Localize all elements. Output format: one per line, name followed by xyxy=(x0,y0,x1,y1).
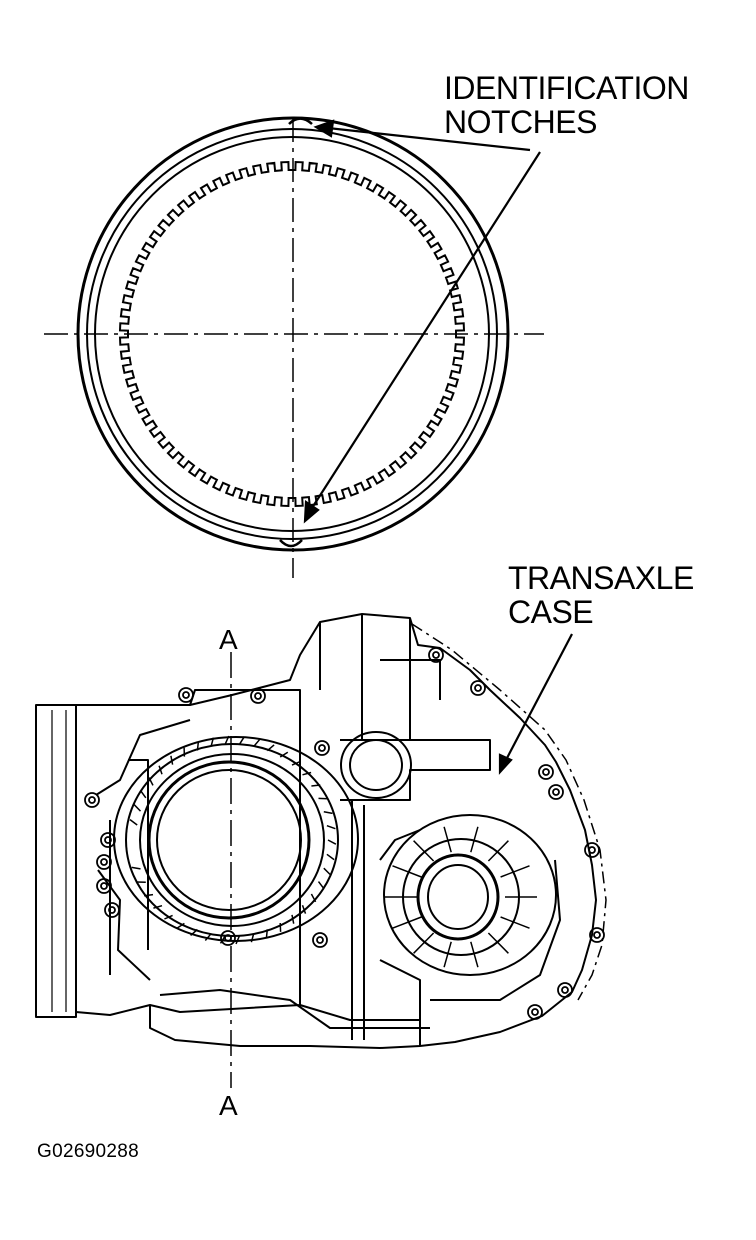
diff-rib xyxy=(500,865,530,878)
bolt-boss xyxy=(589,927,605,943)
diff-rib xyxy=(443,826,452,853)
callout-identification-notches: IDENTIFICATION NOTCHES xyxy=(444,72,689,138)
diff-bore-inner xyxy=(427,864,489,930)
bolt-boss xyxy=(470,680,486,696)
diff-rib xyxy=(413,840,435,862)
bolt-hole xyxy=(474,684,482,692)
case-flange xyxy=(35,704,77,1018)
bolt-boss xyxy=(428,647,444,663)
bolt-hole xyxy=(182,691,190,699)
bolt-hole xyxy=(254,692,262,700)
boss-upper-inner xyxy=(349,739,403,791)
notch-bottom xyxy=(279,539,303,548)
main-bore-teeth xyxy=(129,735,337,945)
bolt-boss xyxy=(100,832,116,848)
bolt-hole xyxy=(593,931,601,939)
case-bolts xyxy=(84,647,605,1020)
bolt-hole xyxy=(108,906,116,914)
bolt-hole xyxy=(531,1008,539,1016)
diff-bore-edge xyxy=(416,853,500,941)
rib-vertical-left xyxy=(351,800,365,1040)
diff-rib xyxy=(392,916,422,929)
bolt-hole xyxy=(588,846,596,854)
bolt-boss xyxy=(96,878,112,894)
case-outline-dashed xyxy=(411,623,607,1001)
bolt-hole xyxy=(316,936,324,944)
diff-rib xyxy=(470,941,479,968)
main-bore-edge xyxy=(147,760,311,920)
main-bore-seat xyxy=(139,753,325,927)
bolt-hole xyxy=(542,768,550,776)
bolt-boss xyxy=(314,740,330,756)
section-mark-bottom: A xyxy=(219,1090,238,1121)
diff-rib xyxy=(487,840,509,862)
diff-rib xyxy=(443,941,452,968)
bolt-hole xyxy=(100,882,108,890)
bolt-boss xyxy=(96,854,112,870)
callout-case-line1: TRANSAXLE xyxy=(508,560,694,596)
bolt-boss xyxy=(527,1004,543,1020)
bolt-hole xyxy=(552,788,560,796)
callout-notches-line1: IDENTIFICATION xyxy=(444,70,689,106)
bolt-boss xyxy=(538,764,554,780)
diff-rib xyxy=(500,916,530,929)
rib-cross xyxy=(340,739,491,801)
leader-notch-top xyxy=(327,126,531,152)
bolt-boss xyxy=(312,932,328,948)
bolt-boss xyxy=(557,982,573,998)
section-mark-top: A xyxy=(219,624,238,655)
callout-transaxle-case: TRANSAXLE CASE xyxy=(508,562,694,628)
diff-bore-ribs xyxy=(385,826,537,968)
bolt-boss xyxy=(250,688,266,704)
bolt-hole xyxy=(561,986,569,994)
bolt-boss xyxy=(84,792,100,808)
callout-notches-line2: NOTCHES xyxy=(444,104,597,140)
main-bore-outer xyxy=(113,736,359,942)
rib-left-web xyxy=(95,719,191,981)
bolt-hole xyxy=(104,836,112,844)
arrowhead-notch-bottom xyxy=(303,500,320,524)
notch-top xyxy=(288,117,313,125)
clutch-plate xyxy=(44,116,544,578)
bolt-boss xyxy=(584,842,600,858)
transaxle-case xyxy=(35,613,607,1088)
leader-lines xyxy=(303,119,573,775)
main-bore-inner xyxy=(156,769,302,911)
arrowhead-notch-top xyxy=(313,119,335,138)
bolt-boss xyxy=(548,784,564,800)
callout-case-line2: CASE xyxy=(508,594,594,630)
bolt-boss xyxy=(104,902,120,918)
main-bore-ring xyxy=(125,743,339,937)
leader-transaxle-case xyxy=(505,633,573,761)
diff-rib xyxy=(470,826,479,853)
bolt-hole xyxy=(100,858,108,866)
diff-rib xyxy=(487,932,509,954)
bolt-hole xyxy=(432,651,440,659)
diff-rib xyxy=(392,865,422,878)
rib-diff-web xyxy=(379,829,561,1001)
bolt-boss xyxy=(220,930,236,946)
figure-code: G02690288 xyxy=(37,1141,140,1162)
bolt-hole xyxy=(318,744,326,752)
diff-bore-outer xyxy=(383,814,557,976)
boss-upper xyxy=(340,731,412,799)
rib-upper xyxy=(319,614,441,740)
bolt-boss xyxy=(178,687,194,703)
rib-lower xyxy=(159,959,430,1046)
diff-rib xyxy=(413,932,435,954)
leader-notch-bottom xyxy=(311,151,541,509)
arrowhead-transaxle-case xyxy=(498,753,513,775)
bolt-hole xyxy=(88,796,96,804)
